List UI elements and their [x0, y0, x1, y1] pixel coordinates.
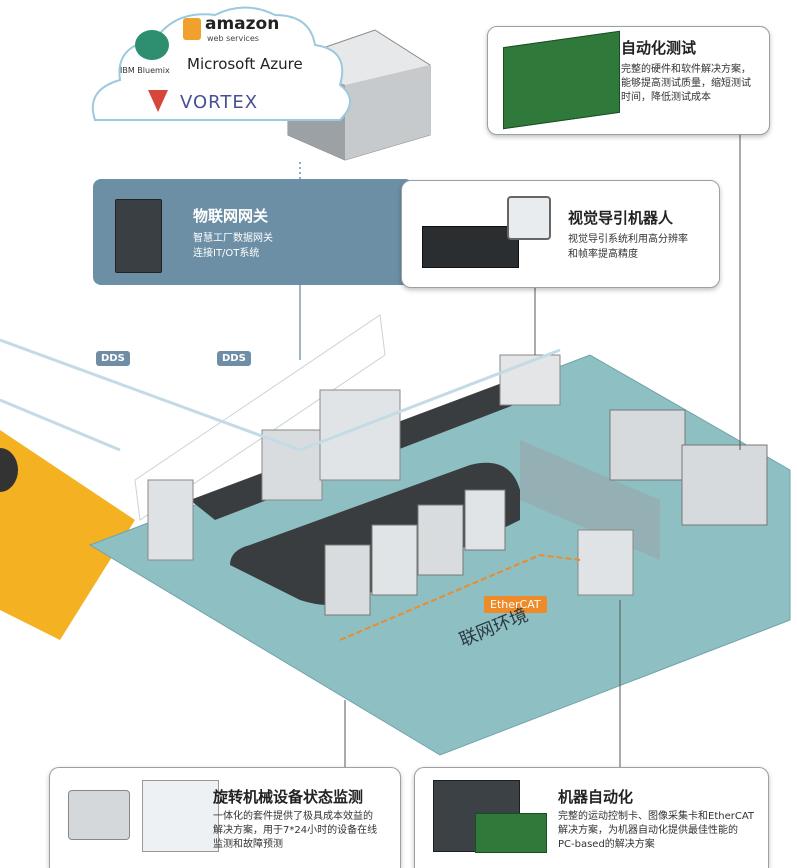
camera-icon — [507, 196, 551, 240]
ethercat-label: EtherCAT — [484, 596, 547, 613]
gateway-title: 物联网网关 — [193, 207, 269, 225]
iot-gateway-panel: 物联网网关 智慧工厂数据网关 连接IT/OT系统 — [93, 179, 413, 285]
condition-monitor-desc-3: 监测和故障预测 — [213, 839, 283, 850]
auto-test-desc-1: 完整的硬件和软件解决方案， — [621, 64, 751, 75]
daq-card-icon — [503, 30, 620, 130]
auto-test-card: 自动化测试 完整的硬件和软件解决方案， 能够提高测试质量，缩短测试 时间，降低测… — [487, 26, 770, 135]
aws-logo-icon — [183, 18, 201, 40]
machine-automation-desc-1: 完整的运动控制卡、图像采集卡和EtherCAT — [558, 811, 754, 822]
machine-automation-title: 机器自动化 — [558, 788, 634, 806]
vortex-text: VORTEX — [180, 92, 259, 113]
dds-label-1: DDS — [96, 351, 130, 366]
vision-robot-desc-2: 和帧率提高精度 — [568, 249, 638, 260]
monitor-software-icon — [142, 780, 219, 852]
monitor-device-icon — [68, 790, 130, 840]
machine-automation-card: 机器自动化 完整的运动控制卡、图像采集卡和EtherCAT 解决方案，为机器自动… — [414, 767, 769, 868]
machine-automation-desc-3: PC-based的解决方案 — [558, 839, 655, 850]
ibm-bluemix-text: IBM Bluemix — [120, 66, 170, 75]
auto-test-title: 自动化测试 — [621, 39, 697, 57]
condition-monitor-title: 旋转机械设备状态监测 — [213, 788, 364, 806]
aws-logo-text: web services — [207, 34, 259, 43]
vision-robot-card: 视觉导引机器人 视觉导引系统利用高分辨率 和帧率提高精度 — [401, 180, 720, 288]
condition-monitor-desc-1: 一体化的套件提供了极具成本效益的 — [213, 811, 373, 822]
vortex-logo-icon — [148, 90, 168, 112]
amazon-logo-text: amazon — [205, 14, 280, 34]
microsoft-azure-text: Microsoft Azure — [187, 55, 303, 73]
dds-label-2: DDS — [217, 351, 251, 366]
yellow-area — [0, 430, 135, 640]
vision-robot-desc-1: 视觉导引系统利用高分辨率 — [568, 234, 688, 245]
gateway-device-icon — [115, 199, 162, 273]
gateway-desc-1: 智慧工厂数据网关 — [193, 233, 273, 244]
vision-robot-title: 视觉导引机器人 — [568, 209, 674, 227]
condition-monitor-desc-2: 解决方案，用于7*24小时的设备在线 — [213, 825, 378, 836]
motion-card-icon — [475, 813, 547, 853]
vision-controller-icon — [422, 226, 519, 268]
machine-automation-desc-2: 解决方案，为机器自动化提供最佳性能的 — [558, 825, 738, 836]
auto-test-desc-2: 能够提高测试质量，缩短测试 — [621, 78, 751, 89]
gateway-desc-2: 连接IT/OT系统 — [193, 248, 260, 259]
condition-monitor-card: 旋转机械设备状态监测 一体化的套件提供了极具成本效益的 解决方案，用于7*24小… — [49, 767, 401, 868]
auto-test-desc-3: 时间，降低测试成本 — [621, 92, 711, 103]
ibm-bluemix-icon — [135, 30, 169, 60]
yellow-area-disc — [0, 448, 18, 492]
